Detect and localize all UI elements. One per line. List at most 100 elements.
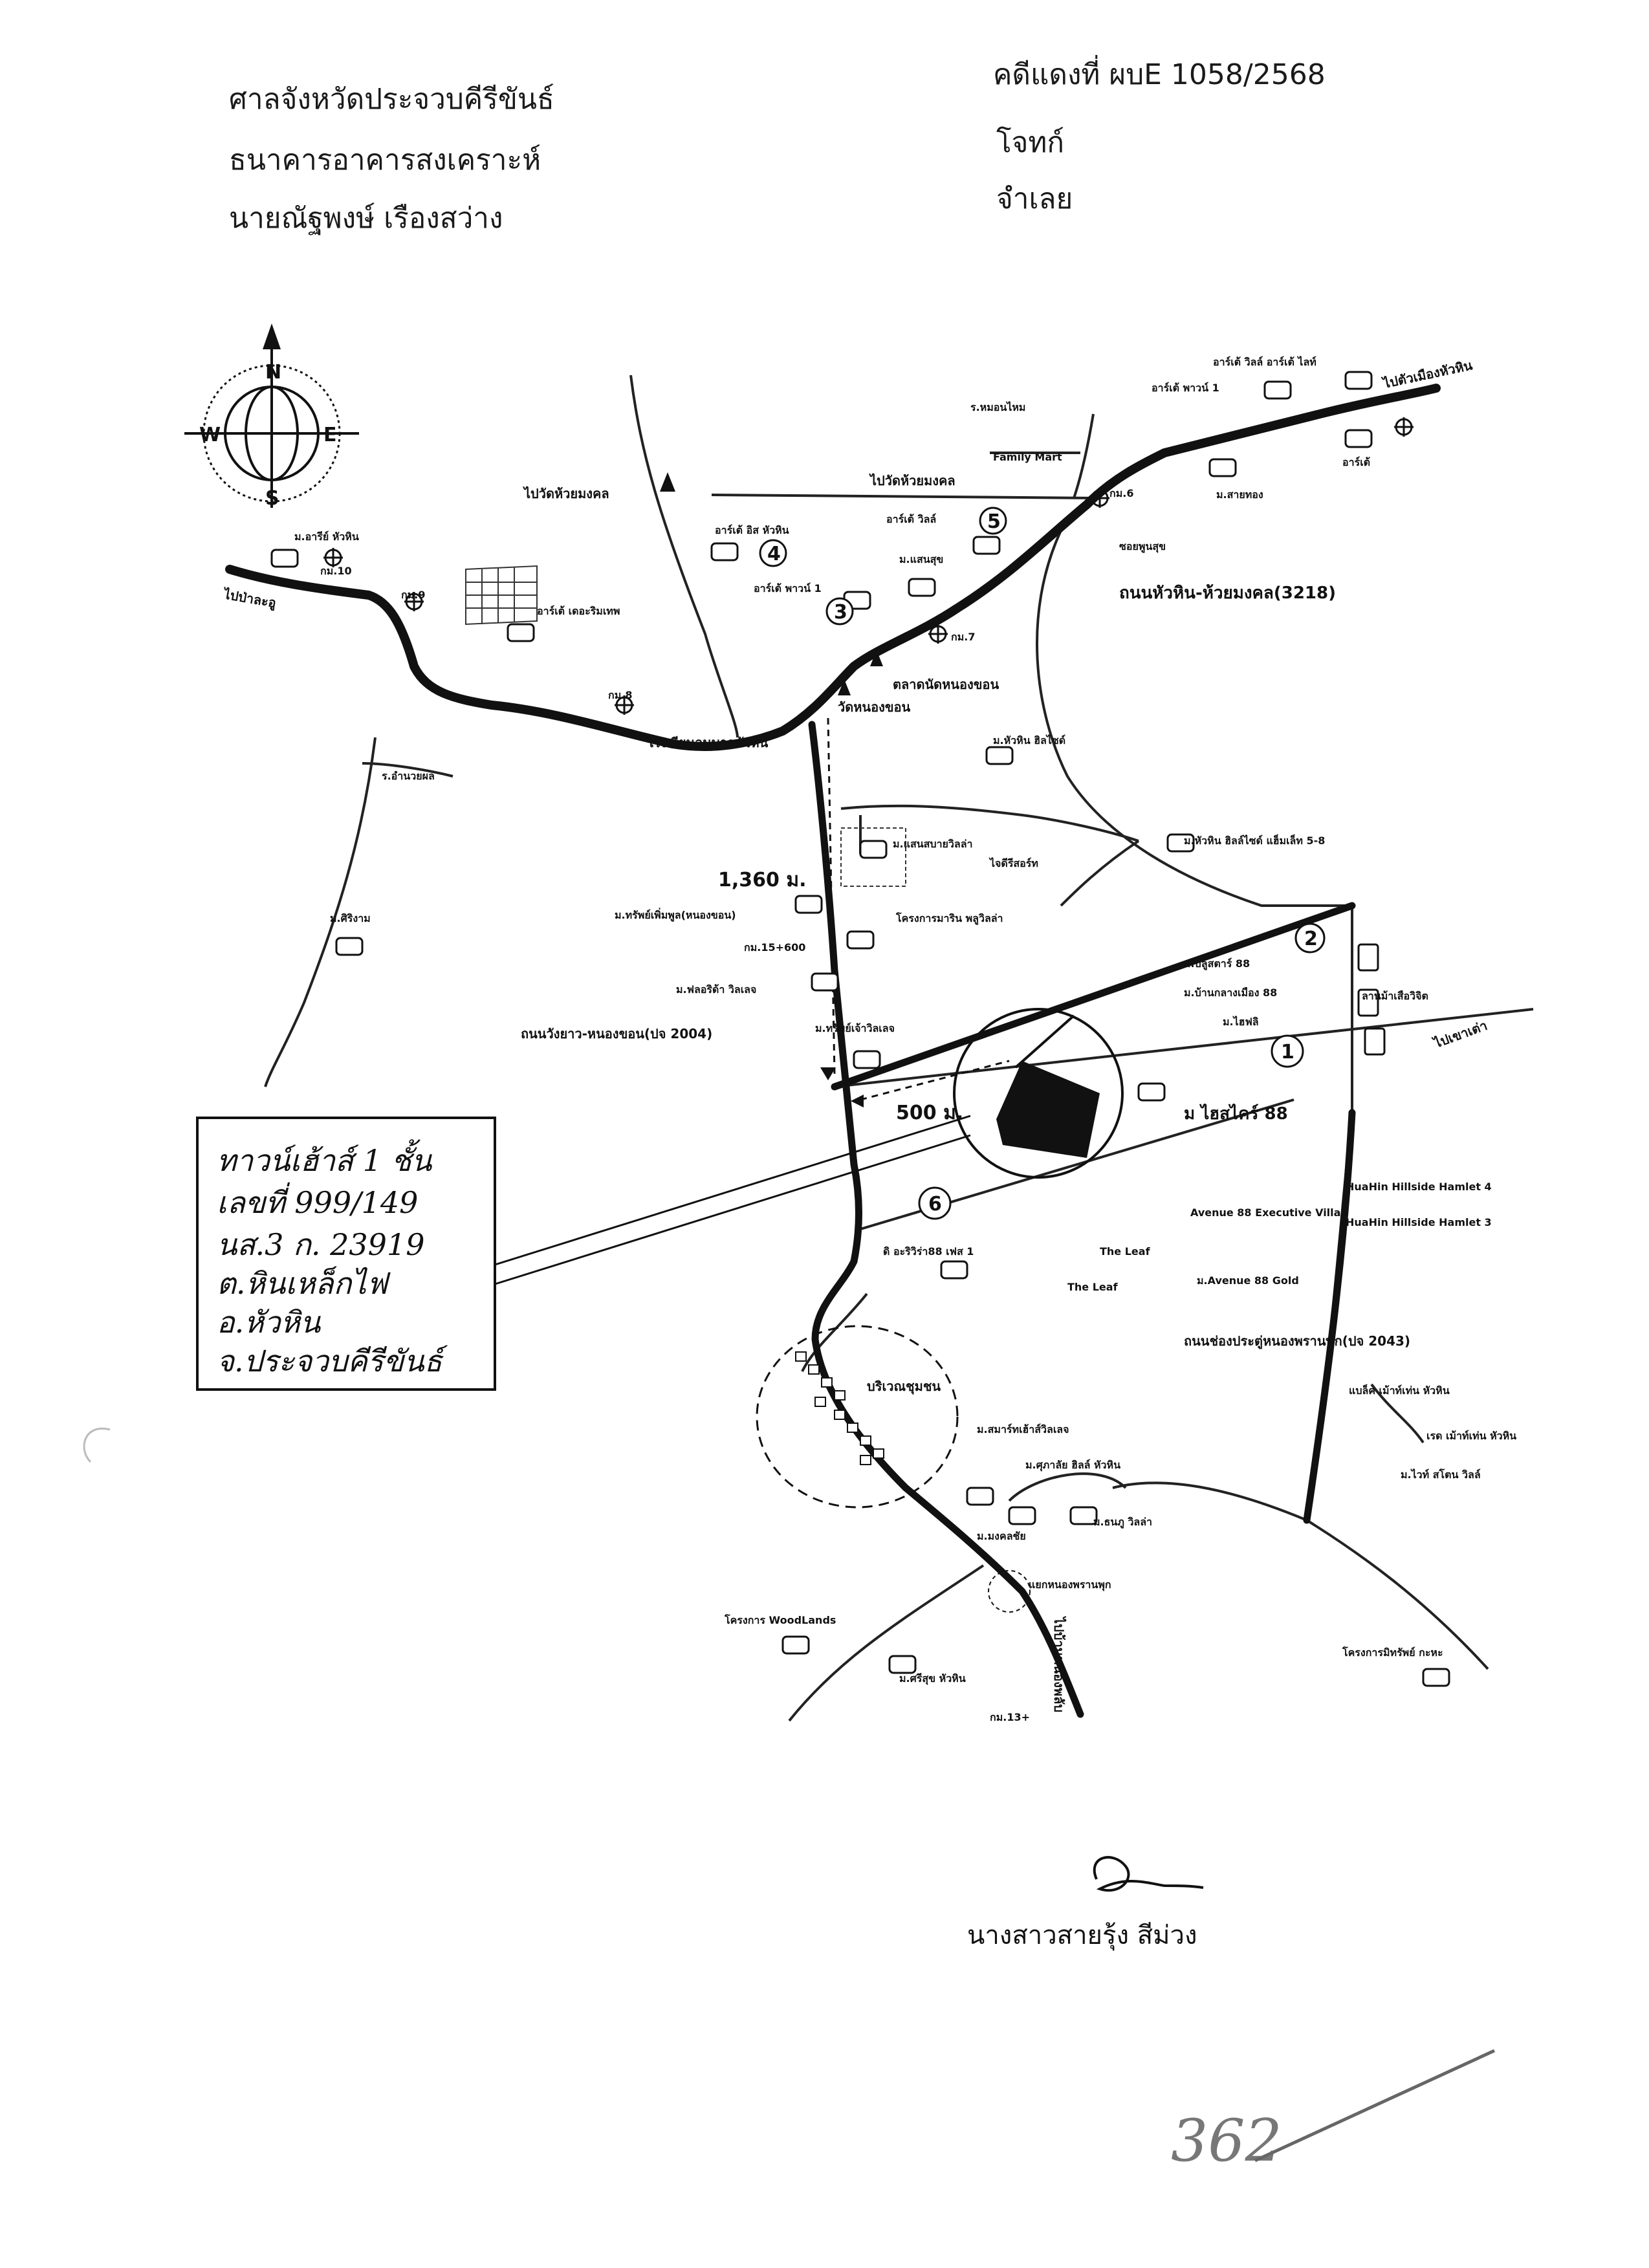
case-number: คดีแดงที่ ผบE 1058/2568 (993, 58, 1326, 91)
label-v25: เรด เม้าท์เท่น หัวหิน (1426, 1430, 1516, 1442)
label-v11: โครงการมาริน พลูวิลล่า (895, 911, 1003, 926)
label-v41: ม.แสนสบายวิลล่า (893, 838, 973, 850)
court-name: ศาลจังหวัดประจวบคีรีขันธ์ (229, 83, 554, 116)
label-v16: ม.บ้านกลางเมือง 88 (1184, 987, 1277, 999)
village-symbols (270, 371, 1450, 1687)
label-hillside3: HuaHin Hillside Hamlet 3 (1346, 1216, 1492, 1228)
compass-north-arrow (263, 323, 281, 349)
label-intersection: แยกหนองพรานพุก (1029, 1578, 1111, 1591)
label-v23: ม.มงคลชัย (977, 1530, 1026, 1542)
label-v2: อาร์เต้ อิส หัวหิน (715, 524, 789, 536)
compass-rose: N S E W (184, 323, 359, 510)
label-avenue-gold: ม.Avenue 88 Gold (1197, 1274, 1299, 1287)
signatory-name: นางสาวสายรุ้ง สีม่วง (967, 1921, 1197, 1951)
label-hi-sky: ม ไฮสไคร์ 88 (1184, 1103, 1288, 1124)
label-v17: ม.ไฮฟลิ (1223, 1016, 1259, 1028)
arrow-1360 (820, 1067, 836, 1080)
label-km7: กม.7 (951, 631, 975, 643)
road-2004 (808, 721, 1356, 1718)
label-v12: ม.ทรัพย์เพิ่มพูล(หนองขอน) (615, 908, 736, 922)
compass-e: E (323, 424, 337, 446)
label-community: บริเวณชุมชน (867, 1379, 941, 1395)
label-v43: ม.หัวหิน ฮิลล์ไซด์ แฮ็มเล็ท 5-8 (1184, 833, 1325, 847)
legend-pointer (494, 1115, 971, 1285)
label-v9: อาร์เต้ วิลล์ อาร์เต้ ไลท์ (1213, 356, 1316, 368)
defendant-name: นายณัฐพงษ์ เรืองสว่าง (229, 202, 503, 235)
punch-hole (83, 1427, 111, 1463)
marker-6: 6 (928, 1193, 942, 1216)
label-market: ตลาดนัดหนองขอน (893, 677, 999, 692)
compass-n: N (265, 361, 281, 384)
intersection-circle (988, 1570, 1031, 1613)
property-circle (953, 1008, 1124, 1179)
label-wat-nongkhon: วัดหนองขอน (838, 699, 911, 715)
legend-line-5: อ.หัวหิน (217, 1305, 322, 1340)
label-to-pala-u: ไปป่าละอู (221, 586, 278, 612)
marker-5: 5 (987, 510, 1001, 533)
marker-3: 3 (834, 601, 847, 624)
label-to-nongphlap: ไปบ้านหนองพลับ (1051, 1616, 1067, 1712)
label-v18: ลานม้าเสือวิจิต (1362, 990, 1428, 1002)
plaintiff-name: ธนาคารอาคารสงเคราะห์ (229, 144, 541, 177)
label-to-khaotao: ไปเขาเต่า (1431, 1018, 1489, 1051)
label-v26: ม.ไวท์ สโตน วิลล์ (1401, 1468, 1481, 1481)
label-road-3218: ถนนหัวหิน-ห้วยมงคล(3218) (1119, 583, 1336, 603)
label-road-2043: ถนนช่องประตู่หนองพรานพุก(ปจ 2043) (1184, 1333, 1410, 1350)
arrow-500 (851, 1095, 864, 1107)
property-parcel (996, 1061, 1100, 1158)
label-the-leaf-1: The Leaf (1100, 1245, 1151, 1258)
label-distance-500: 500 ม. (896, 1102, 963, 1124)
label-avenue-exec: Avenue 88 Executive Villas (1190, 1206, 1347, 1219)
label-hillside4: HuaHin Hillside Hamlet 4 (1346, 1181, 1492, 1193)
label-family-mart: Family Mart (993, 451, 1062, 463)
label-v30: อาร์เต้ วิลล์ (886, 513, 936, 525)
label-wat-huaimongkhon: ไปวัดห้วยมงคล (523, 486, 609, 501)
label-v29: อาร์เต้ พาวน์ 1 (1152, 382, 1219, 394)
label-km9: กม.9 (401, 589, 425, 601)
label-v34: ร.หมอนไหม (970, 401, 1025, 413)
distance-line-1360 (827, 717, 836, 1074)
legend-line-4: ต.หินเหล็กไฟ (217, 1266, 391, 1301)
label-km8: กม.8 (608, 689, 632, 701)
numbered-markers (759, 507, 1326, 1220)
label-v20: ม.สมาร์ทเฮ้าส์วิลเลจ (977, 1423, 1069, 1435)
community-area (756, 1325, 959, 1509)
label-v44: ม.ศรีสุข หัวหิน (899, 1672, 966, 1685)
label-v14: ม.ทรัพย์เจ้าวิลเลจ (815, 1022, 895, 1034)
label-v42: ไจดีรีสอร์ท (988, 857, 1038, 869)
label-v19: ดิ อะริวิร่า88 เฟส 1 (883, 1245, 974, 1258)
label-km6: กม.6 (1109, 487, 1133, 499)
label-v37: ม.อารีย์ หัวหิน (294, 530, 359, 543)
label-wat-huaimongkhon-2: ไปวัดห้วยมงคล (869, 473, 956, 488)
orchard-area (465, 565, 906, 887)
compass-s: S (265, 487, 279, 510)
label-v38: อาร์เต้ เดอะริมเทพ (537, 605, 620, 617)
label-v22: ม.ธนภู วิลล่า (1093, 1516, 1152, 1529)
label-v15: ม.บลูสตาร์ 88 (1184, 957, 1250, 971)
label-distance-1360: 1,360 ม. (718, 869, 807, 891)
marker-4: 4 (767, 543, 781, 565)
label-woodlands: โครงการ WoodLands (724, 1613, 836, 1626)
community-houses (795, 1351, 884, 1465)
label-v24: แบล็ค เม้าท์เท่น หัวหิน (1349, 1383, 1450, 1397)
compass-w: W (199, 424, 221, 446)
signature-scribble (1093, 1856, 1204, 1892)
label-v21: ม.ศุภาลัย ฮิลล์ หัวหิน (1025, 1459, 1120, 1472)
crosshair-markers (323, 417, 1414, 715)
page-mark: 362 (1171, 2107, 1282, 2175)
distance-line-500 (860, 1060, 1010, 1101)
label-road-2004: ถนนวังยาว-หนองขอน(ปจ 2004) (521, 1026, 712, 1041)
property-access-line (1014, 1014, 1075, 1069)
legend-line-2: เลขที่ 999/149 (217, 1182, 418, 1220)
legend-line-3: นส.3 ก. 23919 (217, 1227, 424, 1262)
label-km13: กม.13+ (990, 1711, 1030, 1723)
label-v33: อาร์เต้ (1342, 456, 1370, 468)
legend-line-1: ทาวน์เฮ้าส์ 1 ชั้น (217, 1139, 433, 1178)
label-km10: กม.10 (320, 565, 352, 577)
label-the-leaf-2: The Leaf (1067, 1281, 1119, 1293)
label-v39: ม.สายทอง (1216, 488, 1263, 501)
label-v36: ม.ศิริงาม (330, 912, 371, 924)
label-v13: ม.ฟลอริด้า วิลเลจ (676, 983, 756, 996)
marker-1: 1 (1281, 1041, 1294, 1063)
